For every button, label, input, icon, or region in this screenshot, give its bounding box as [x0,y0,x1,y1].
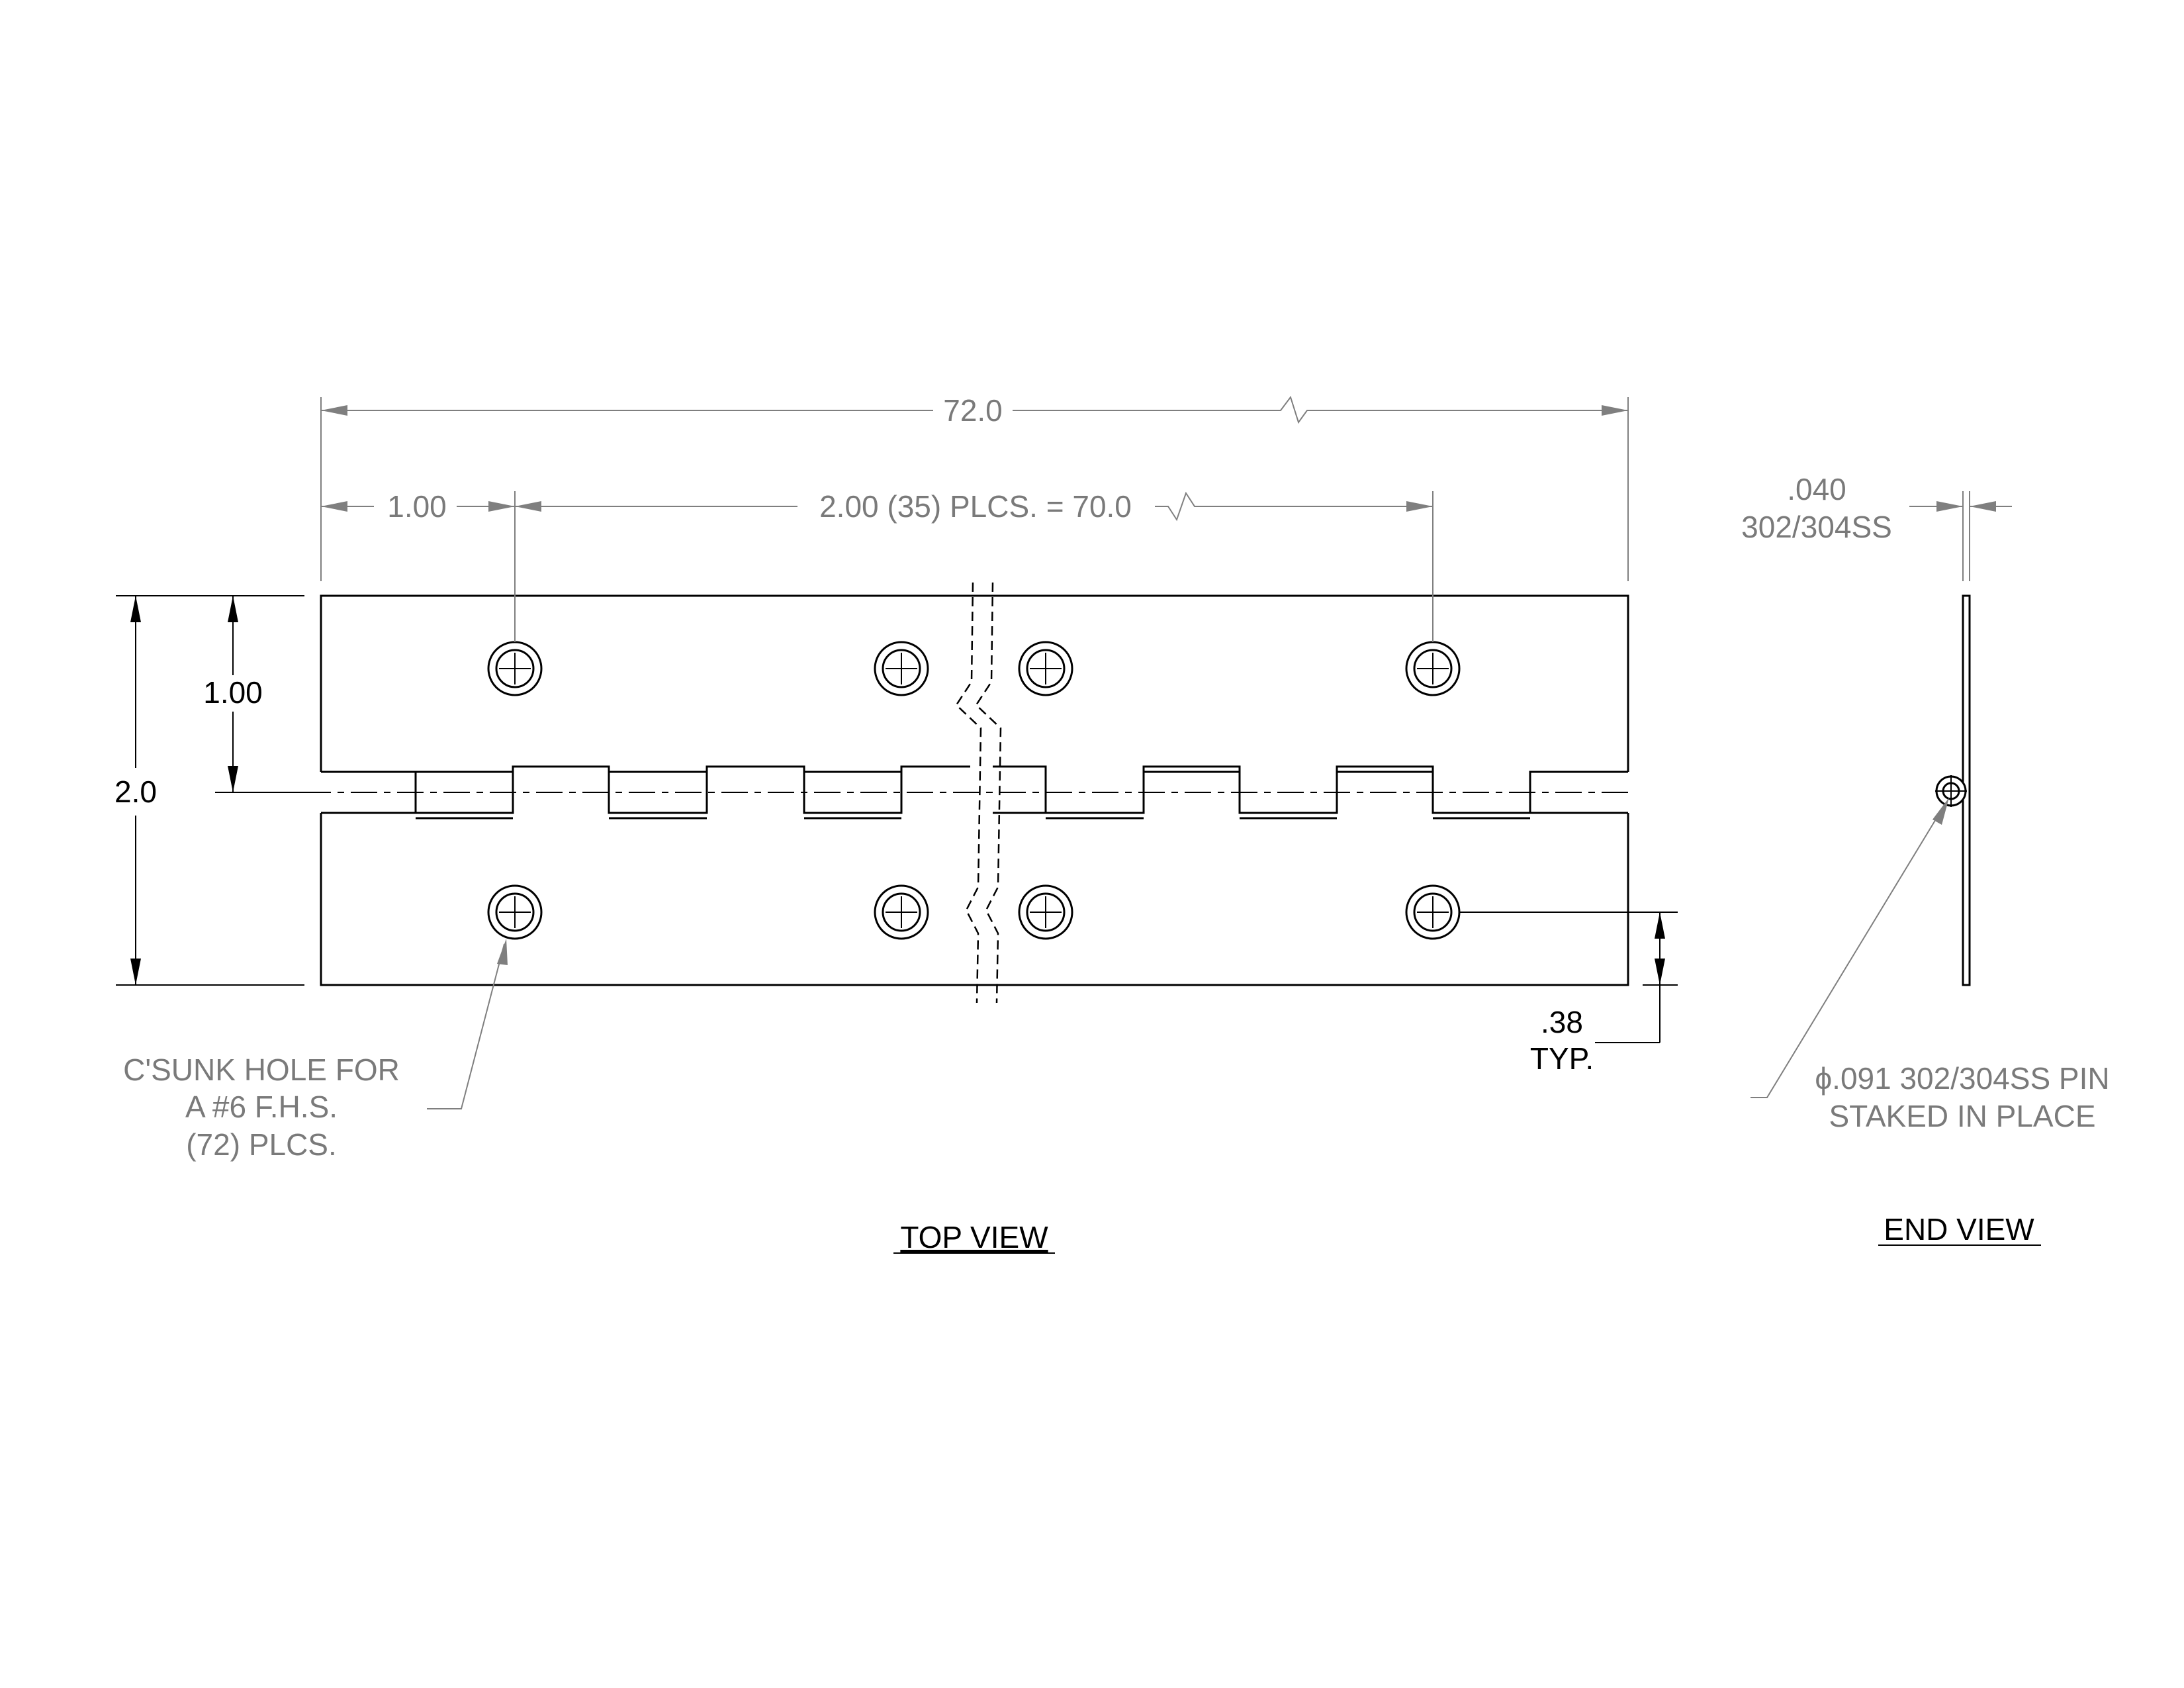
knuckle-band [321,765,1628,820]
dim-overall-width-text: 2.0 [114,774,157,809]
dim-hole-to-centerline [215,596,304,793]
hole [1405,884,1461,940]
hole [874,884,929,940]
pin-leader [1751,798,1949,1098]
hole [1405,641,1461,696]
hole [1018,884,1073,940]
top-view [304,582,1635,1004]
dim-hole-edge-note: TYP. [1530,1041,1594,1076]
countersink-note-line-3: (72) PLCS. [186,1127,337,1162]
dim-thickness-text: .040 [1787,472,1846,506]
dim-thickness [1909,491,2012,581]
end-view [1935,594,1971,986]
hole [487,884,543,940]
countersink-note-line-2: A #6 F.H.S. [185,1090,338,1124]
hole [874,641,929,696]
countersink-leader [427,939,508,1109]
break-lines [955,582,1002,1004]
dim-first-hole [321,491,516,642]
top-view-label: TOP VIEW [900,1220,1048,1254]
dim-first-hole-text: 1.00 [387,489,447,524]
pin-note-line-2: STAKED IN PLACE [1829,1099,2095,1133]
dim-hole-edge-text: .38 [1541,1005,1583,1039]
lower-leaf-outline [320,813,1629,986]
dim-overall-length-text: 72.0 [943,393,1003,428]
dim-overall-width [116,595,304,986]
hole [1018,641,1073,696]
dim-hole-spacing-text: 2.00 (35) PLCS. = 70.0 [819,489,1132,524]
countersink-note-line-1: C'SUNK HOLE FOR [123,1053,400,1087]
pin-note-line-1: ϕ.091 302/304SS PIN [1815,1061,2109,1096]
dim-hole-spacing [515,491,1433,642]
end-view-label: END VIEW [1884,1212,2034,1246]
hole [487,641,543,696]
dim-hole-to-centerline-text: 1.00 [203,675,263,710]
dim-overall-length [320,395,1629,581]
dim-hole-edge [1459,912,1678,1043]
dim-thickness-material: 302/304SS [1741,510,1892,544]
upper-leaf-outline [320,594,1629,772]
